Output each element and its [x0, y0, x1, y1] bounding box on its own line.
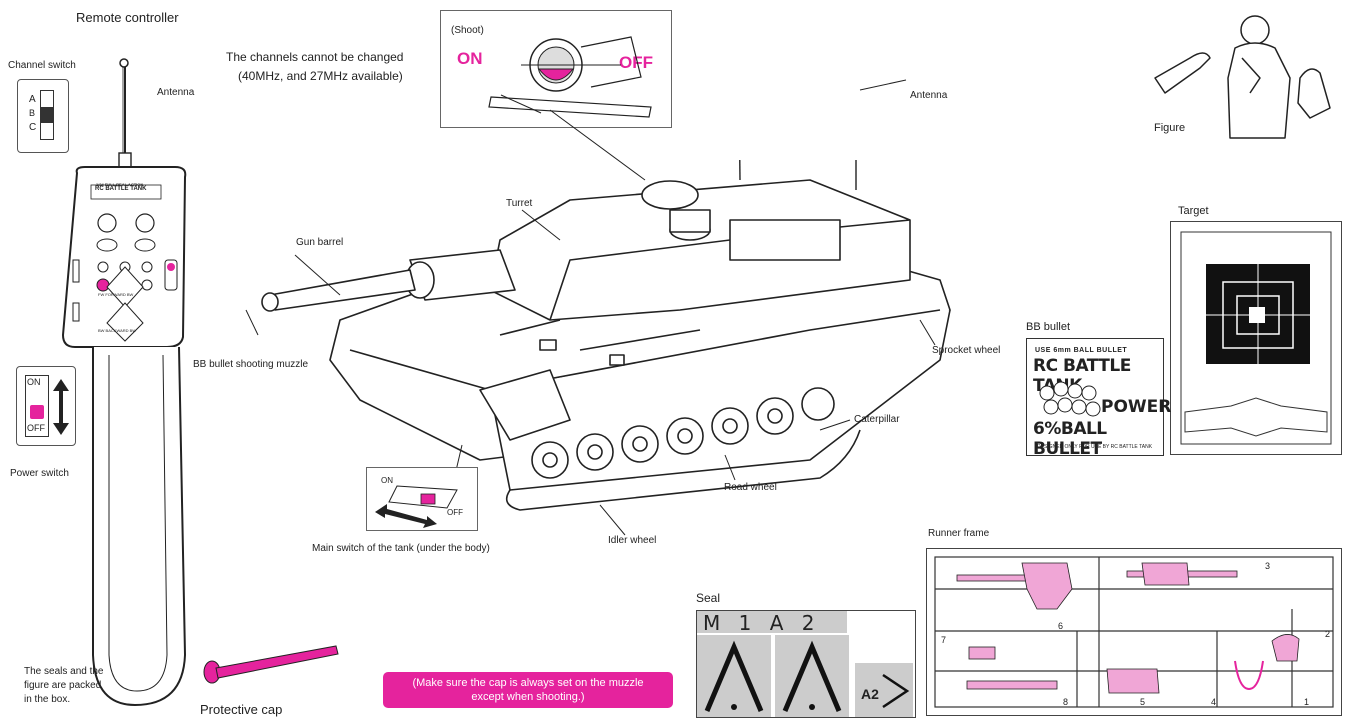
seal-top-band — [697, 611, 847, 633]
remote-pad-label1: FW FORWARD BW — [98, 292, 134, 297]
main-switch-inset: ON OFF — [366, 467, 478, 531]
label-main-switch: Main switch of the tank (under the body) — [312, 543, 490, 554]
figure-label: Figure — [1154, 122, 1186, 134]
channels-note-line2: (40MHz, and 27MHz available) — [238, 69, 403, 83]
tank-drawing — [261, 160, 951, 511]
channel-option-b: B — [29, 108, 36, 118]
target-drawing — [1180, 231, 1332, 445]
runner-part-4: 4 — [1211, 697, 1217, 707]
remote-pad-label2: BW BACKWARD BW — [98, 328, 137, 333]
label-turret: Turret — [506, 198, 533, 209]
protective-cap-drawing — [203, 645, 339, 684]
power-updown-arrow-icon — [53, 379, 69, 435]
cap-note-banner: (Make sure the cap is always set on the … — [383, 672, 673, 708]
seals-note-line1: The seals and the — [24, 666, 104, 677]
seal-card: M 1 A 2 A2 — [696, 610, 916, 718]
runner-part-8: 8 — [1063, 697, 1069, 707]
shoot-on-label: ON — [457, 49, 483, 68]
cap-note-line1: (Make sure the cap is always set on the … — [412, 677, 644, 689]
seals-note-line3: in the box. — [24, 694, 71, 705]
runner-part-2: 2 — [1325, 629, 1331, 639]
remote-controller-drawing — [61, 58, 187, 707]
label-caterpillar: Caterpillar — [854, 414, 900, 425]
bb-balls-icon — [1039, 381, 1101, 417]
runner-frame-label: Runner frame — [928, 528, 990, 539]
power-switch-label: Power switch — [10, 468, 69, 479]
power-on-label: ON — [27, 377, 41, 387]
power-switch-knob[interactable] — [30, 405, 44, 419]
seals-note-line2: figure are packed — [24, 680, 102, 691]
runner-part-5: 5 — [1140, 697, 1146, 707]
bb-bullet-label: BB bullet — [1026, 321, 1071, 333]
remote-antenna-label: Antenna — [157, 87, 195, 98]
channel-switch-inset: A B C — [17, 79, 69, 153]
channels-note-line1: The channels cannot be changed — [226, 50, 404, 64]
shoot-dial-drawing — [488, 36, 652, 118]
remote-brand-line1: 1/24 FULL REAL ACTION — [96, 182, 144, 187]
bb-line5: DESIGNED ONLY FOR USE BY RC BATTLE TANK — [1037, 444, 1153, 450]
label-gun-barrel: Gun barrel — [296, 237, 344, 248]
seal-label: Seal — [696, 591, 721, 605]
cap-note-line2: except when shooting.) — [471, 691, 585, 703]
label-idler: Idler wheel — [608, 535, 657, 546]
shoot-label: (Shoot) — [451, 25, 484, 36]
label-sprocket: Sprocket wheel — [932, 345, 1001, 356]
runner-frame-drawing — [934, 556, 1334, 708]
runner-part-6: 6 — [1058, 621, 1064, 631]
channel-switch-label: Channel switch — [8, 60, 76, 71]
runner-part-3: 3 — [1265, 561, 1271, 571]
seal-tag: A2 — [861, 686, 879, 702]
power-off-label: OFF — [27, 423, 45, 433]
protective-cap-label: Protective cap — [200, 702, 283, 717]
bb-line4: 6%BALL BULLET — [1033, 419, 1107, 459]
main-on-label: ON — [381, 476, 393, 485]
label-muzzle: BB bullet shooting muzzle — [193, 359, 309, 370]
main-off-label: OFF — [447, 508, 463, 517]
remote-brand-line2: RC BATTLE TANK — [95, 186, 147, 192]
shoot-switch-inset: (Shoot) ON OFF — [440, 10, 672, 128]
figure-drawing — [1154, 15, 1331, 139]
seal-text: M 1 A 2 — [703, 611, 821, 635]
seal-chevrons-icon — [704, 640, 913, 717]
bb-line3: POWER — [1101, 397, 1172, 417]
channel-option-c: C — [29, 122, 37, 133]
channel-switch-slot[interactable] — [40, 90, 54, 140]
target-card — [1170, 221, 1342, 455]
remote-title: Remote controller — [76, 10, 179, 25]
shoot-off-label: OFF — [619, 53, 653, 72]
bb-line1: USE 6mm BALL BULLET — [1035, 347, 1128, 354]
runner-frame: 1 2 3 4 5 6 7 8 — [926, 548, 1342, 716]
main-switch-drawing — [375, 485, 458, 528]
bb-bullet-card: USE 6mm BALL BULLET RC BATTLE TANK POWER… — [1026, 338, 1171, 459]
channel-option-a: A — [29, 94, 36, 105]
power-switch-inset: ON OFF — [16, 366, 76, 446]
label-road-wheel: Road wheel — [724, 482, 777, 493]
label-tank-antenna: Antenna — [910, 90, 948, 101]
runner-part-1: 1 — [1304, 697, 1310, 707]
runner-part-7: 7 — [941, 635, 947, 645]
target-label: Target — [1178, 205, 1209, 217]
